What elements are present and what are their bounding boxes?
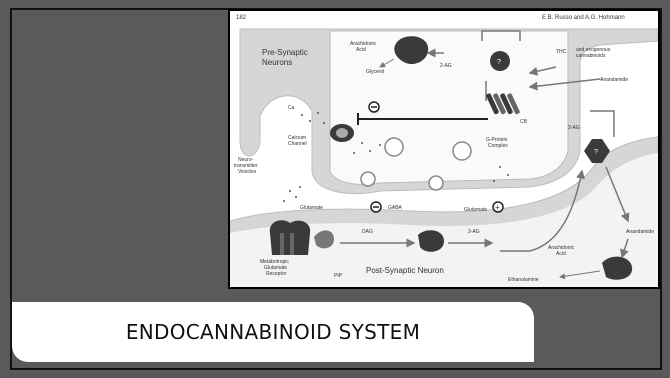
running-head: E.B. Russo and A.G. Hohmann — [542, 15, 625, 21]
slide-title-box: ENDOCANNABINOID SYSTEM — [12, 302, 534, 362]
nt-vesicles-label-3: Vesicles — [238, 169, 257, 175]
dag-lipase-icon — [418, 230, 444, 252]
thc-label: THC — [556, 49, 567, 55]
pre-synaptic-interior — [330, 31, 568, 185]
pip2-label: PIP — [334, 273, 343, 279]
glycerol-label: Glycerol — [366, 69, 384, 75]
dag-label: DAG — [362, 229, 373, 235]
anandamide-top-label: Anandamide — [600, 77, 628, 83]
diagram-svg: 182 E.B. Russo and A.G. Hohmann Pre-Syna… — [230, 11, 658, 287]
arachidonic-acid-bottom-2: Acid — [556, 251, 566, 257]
arachidonic-acid-top-2: Acid — [356, 47, 366, 53]
pre-synaptic-label-1: Pre-Synaptic — [262, 48, 308, 57]
post-synaptic-label: Post-Synaptic Neuron — [366, 266, 444, 275]
cb1-label: CB — [520, 119, 528, 125]
g-protein-label-2: Complex — [488, 143, 508, 149]
two-ag-right-label: 2-AG — [568, 125, 580, 131]
calcium-channel-label-2: Channel — [288, 141, 307, 147]
thc-label-3: cannabinoids — [576, 53, 606, 59]
calcium-channel-pore — [336, 128, 348, 138]
slide-title: ENDOCANNABINOID SYSTEM — [126, 320, 420, 344]
anandamide-bottom-label: Anandamide — [626, 229, 654, 235]
glutamate-right-label: Glutamate — [464, 207, 487, 213]
ethanolamine-label: Ethanolamine — [508, 277, 539, 283]
mglur-receptor — [270, 220, 310, 255]
endocannabinoid-diagram: 182 E.B. Russo and A.G. Hohmann Pre-Syna… — [228, 9, 660, 289]
receptor-top-question: ? — [497, 59, 501, 66]
ca-label: Ca — [288, 105, 295, 111]
plus-glyph: + — [495, 203, 500, 212]
mglur-label-3: Receptor — [266, 271, 287, 277]
receptor-right-question: ? — [594, 149, 598, 156]
arrow-right-top — [590, 111, 614, 137]
faah-enzyme-icon — [602, 257, 632, 280]
pre-synaptic-label-2: Neurons — [262, 58, 292, 67]
page-number: 182 — [236, 15, 247, 21]
glutamate-left-label: Glutamate — [300, 205, 323, 211]
two-ag-bottom-label: 2-AG — [468, 229, 480, 235]
gaba-label: GABA — [388, 205, 403, 211]
two-ag-top-label: 2-AG — [440, 63, 452, 69]
